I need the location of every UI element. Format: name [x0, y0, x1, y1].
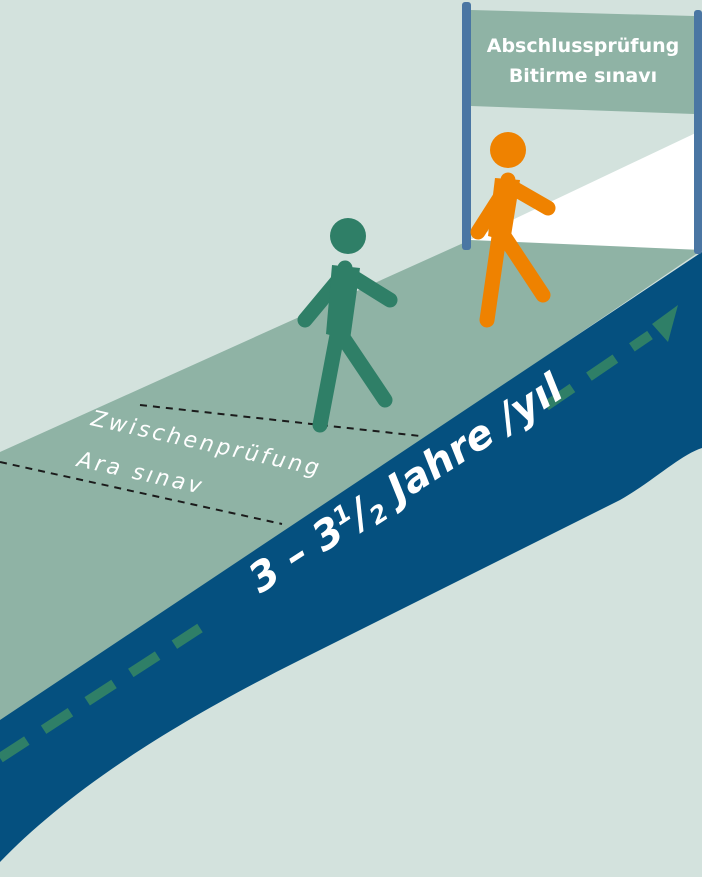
sign-post-right [694, 10, 702, 254]
sign-post-left [462, 2, 471, 250]
person-orange-head [490, 132, 526, 168]
sign-board [471, 10, 694, 114]
final-exam-label-tr: Bitirme sınavı [509, 65, 657, 87]
final-exam-label-de: Abschlussprüfung [487, 35, 679, 57]
person-green-head [330, 218, 366, 254]
